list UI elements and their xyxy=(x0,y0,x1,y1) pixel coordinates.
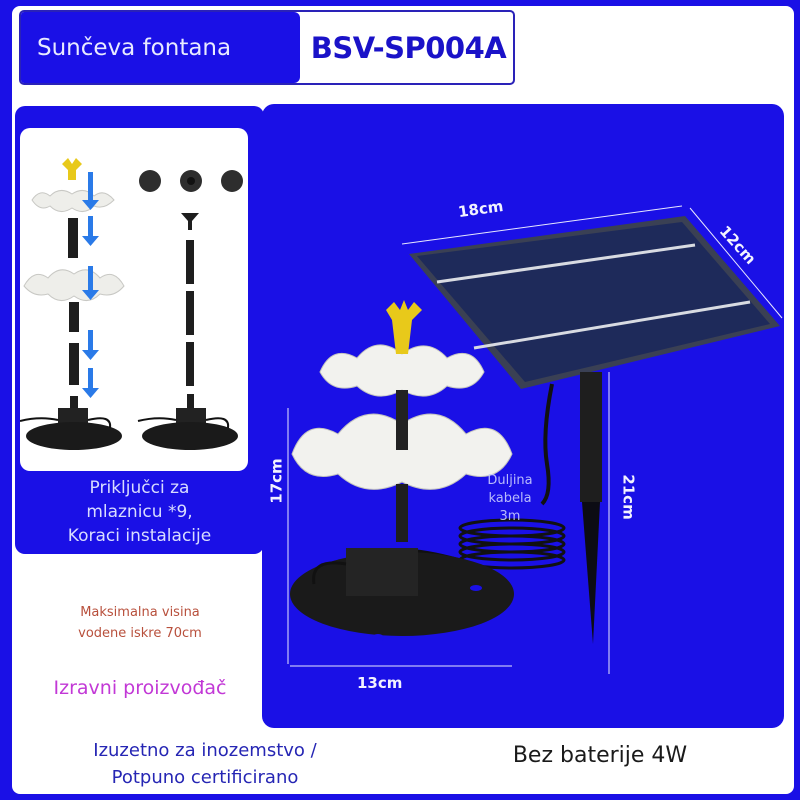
cable-label-line-1: Duljina xyxy=(487,473,533,488)
product-panel xyxy=(262,104,784,728)
installation-illustration xyxy=(19,128,248,471)
manufacturer-note: Izravni proizvođač xyxy=(53,677,227,699)
max-height-note: Maksimalna visina vodene iskre 70cm xyxy=(20,602,260,644)
caption-line-3: Koraci instalacije xyxy=(67,526,212,546)
max-height-line-2: vodene iskre 70cm xyxy=(78,626,202,641)
title-bar: Sunčeva fontana BSV-SP004A xyxy=(19,10,515,85)
caption-line-2: mlaznicu *9, xyxy=(86,502,193,522)
certification-note: Izuzetno za inozemstvo / Potpuno certifi… xyxy=(40,737,370,791)
installation-steps-icon xyxy=(19,158,243,450)
cable-length-label: Duljina kabela 3m xyxy=(470,472,550,526)
fountain-height-label: 17cm xyxy=(267,458,286,504)
certification-line-2: Potpuno certificirano xyxy=(111,767,299,788)
solar-fountain-illustration xyxy=(287,205,783,674)
installation-caption: Priključci za mlaznicu *9, Koraci instal… xyxy=(15,476,264,548)
max-height-line-1: Maksimalna visina xyxy=(80,605,200,620)
battery-note: Bez baterije 4W xyxy=(512,743,688,768)
certification-line-1: Izuzetno za inozemstvo / xyxy=(93,740,317,761)
product-name: Sunčeva fontana xyxy=(21,12,300,83)
cable-label-line-2: kabela xyxy=(488,491,532,506)
model-number: BSV-SP004A xyxy=(310,30,507,65)
base-width-label: 13cm xyxy=(357,674,403,692)
caption-line-1: Priključci za xyxy=(89,478,190,498)
cable-label-line-3: 3m xyxy=(499,509,521,524)
stake-height-label: 21cm xyxy=(619,474,638,520)
